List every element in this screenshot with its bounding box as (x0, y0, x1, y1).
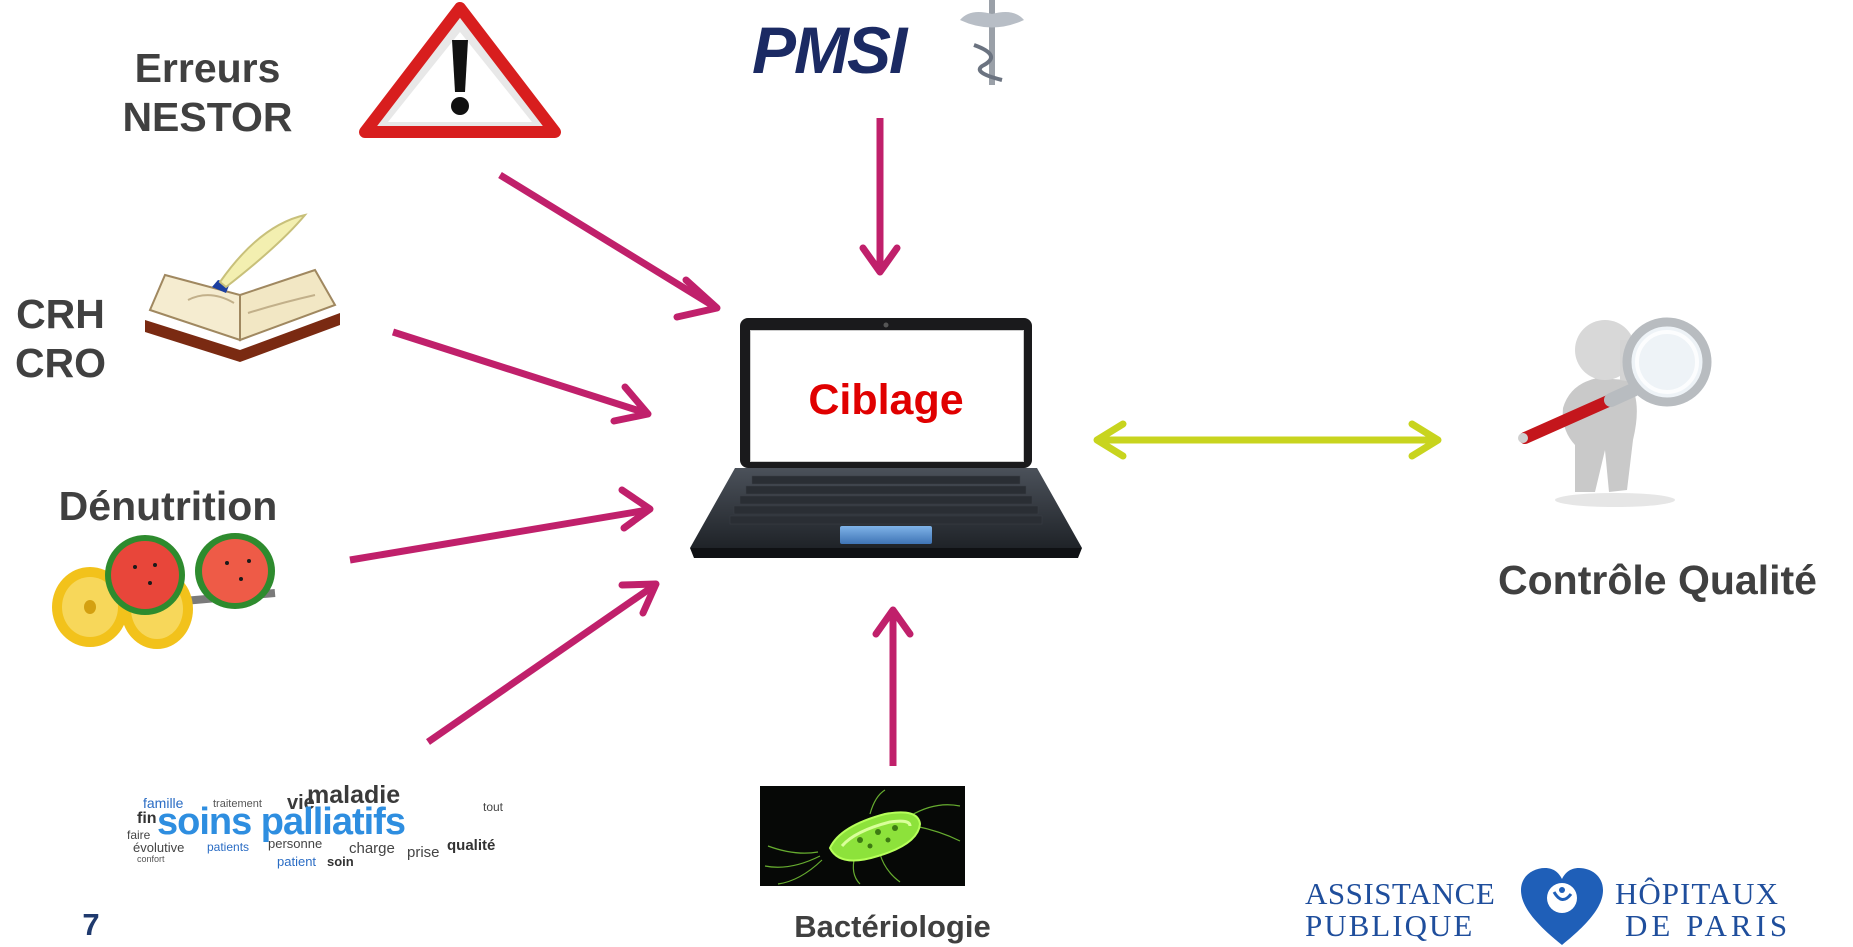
crh-cro-label: CRH CRO (8, 290, 113, 388)
page-number: 7 (82, 907, 100, 942)
aphp-hopitaux: HÔPITAUX (1615, 876, 1779, 911)
word-faire: faire (127, 828, 151, 842)
word-traitement: traitement (213, 798, 262, 810)
soins-palliatifs-wordcloud: maladie famille vie traitement tout fin … (125, 775, 520, 875)
word-fin: fin (137, 810, 157, 827)
warning-icon (359, 2, 561, 138)
erreurs-label-line1: Erreurs (134, 45, 281, 91)
laptop-screen (750, 330, 1024, 462)
aphp-publique: PUBLIQUE (1305, 908, 1475, 943)
word-patients: patients (207, 840, 250, 854)
arrow-pmsi-to-ciblage (859, 118, 901, 276)
pmsi-logo: PMSI (752, 0, 1037, 87)
arrow-erreurs-to-ciblage (498, 172, 721, 321)
book-quill-icon (145, 213, 340, 362)
arrow-crh-to-ciblage (391, 328, 652, 425)
word-tout: tout (483, 800, 504, 814)
aphp-assistance: ASSISTANCE (1305, 876, 1496, 911)
bacteriologie-label: Bactériologie (794, 909, 991, 944)
word-soins-palliatifs: soins palliatifs (157, 801, 406, 843)
word-confort: confort (137, 854, 165, 864)
controle-qualite-label: Contrôle Qualité (1498, 557, 1817, 603)
word-vie: vie (287, 792, 315, 814)
arrow-soins-to-ciblage (426, 580, 660, 745)
denutrition-label: Dénutrition (58, 483, 278, 529)
word-patient: patient (277, 854, 317, 869)
fruit-dumbbell-icon (52, 533, 276, 649)
magnifier-person-icon (1518, 317, 1712, 507)
word-personne: personne (268, 836, 323, 851)
laptop: Ciblage (690, 318, 1085, 563)
double-arrow-ciblage-controle (1093, 420, 1442, 460)
arrow-denutrition-to-ciblage (349, 486, 654, 564)
erreurs-label-line2: NESTOR (122, 94, 293, 141)
word-evolutive: évolutive (133, 840, 185, 855)
erreurs-nestor-label: Erreurs NESTOR (95, 44, 320, 142)
pmsi-logo-text: PMSI (752, 13, 907, 87)
aphp-logo: ASSISTANCE PUBLIQUE HÔPITAUX DE PARIS (1305, 868, 1835, 947)
aphp-de-paris: DE PARIS (1625, 908, 1792, 943)
word-charge: charge (349, 840, 395, 857)
word-prise: prise (407, 844, 440, 861)
crh-label: CRH (16, 291, 105, 337)
cro-label: CRO (14, 340, 107, 387)
word-famille: famille (143, 795, 184, 811)
laptop-screen-text: Ciblage (808, 376, 964, 424)
word-maladie: maladie (307, 781, 401, 809)
bacteria-image (760, 786, 965, 886)
word-qualite: qualité (447, 837, 496, 854)
aphp-heart-icon (1521, 868, 1603, 945)
arrow-bacteriologie-to-ciblage (872, 606, 914, 766)
word-soin: soin (327, 854, 354, 869)
